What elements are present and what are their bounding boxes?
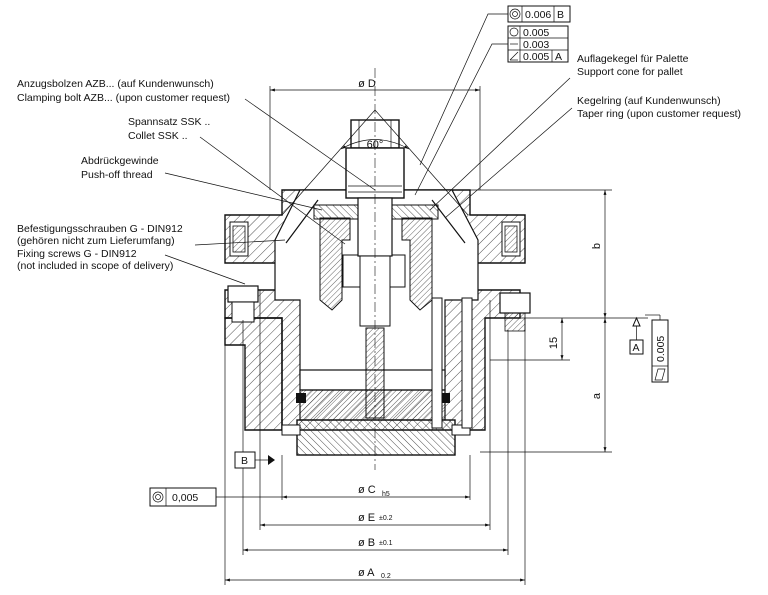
dim-bdia: ø B ±0.1 xyxy=(242,320,509,555)
dim-15-label: 15 xyxy=(548,337,560,349)
dim-bdia-label: ø B xyxy=(358,537,375,549)
dim-c-tol: h5 xyxy=(382,491,390,498)
dim-a: a xyxy=(480,318,612,453)
label-clamping-bolt-en: Clamping bolt AZB... (upon customer requ… xyxy=(17,92,230,104)
dim-d-label: ø D xyxy=(358,78,376,90)
annotations: Anzugsbolzen AZB... (auf Kundenwunsch) C… xyxy=(17,53,741,272)
label-taper-en: Taper ring (upon customer request) xyxy=(577,108,741,120)
datum-b-label: B xyxy=(241,455,248,467)
fcf-angularity: 0.005 xyxy=(523,51,549,63)
fcf-bottom-concentricity: 0,005 xyxy=(149,487,282,507)
dim-d: ø D xyxy=(269,78,481,190)
fcf-straightness: 0.003 xyxy=(523,39,549,51)
fcf-flatness: 0.005 xyxy=(645,314,669,383)
label-cone-de: Auflagekegel für Palette xyxy=(577,53,689,65)
dim-e: ø E ±0.2 xyxy=(259,290,491,530)
datum-b: B xyxy=(234,451,275,469)
label-screws-de-2: (gehören nicht zum Lieferumfang) xyxy=(17,235,175,247)
dim-15: 15 xyxy=(490,318,570,361)
datum-a: A xyxy=(629,316,644,355)
fcf-top-concentricity: 0.006 B xyxy=(419,5,571,166)
dim-adia-label: ø A xyxy=(358,567,375,579)
dim-b-label: b xyxy=(591,243,603,249)
dim-adia-tol: 0.2 xyxy=(381,573,391,580)
fcf-angularity-datum: A xyxy=(555,51,562,63)
fcf-flatness-value: 0.005 xyxy=(655,336,667,362)
label-pushoff-en: Push-off thread xyxy=(81,169,153,181)
label-clamping-bolt-de: Anzugsbolzen AZB... (auf Kundenwunsch) xyxy=(17,78,214,90)
dim-angle-label: 60° xyxy=(367,139,384,151)
label-screws-en-2: (not included in scope of delivery) xyxy=(17,260,173,272)
fcf-top-datum: B xyxy=(557,9,564,21)
dim-c: ø C h5 xyxy=(281,455,471,500)
fcf-stack: 0.005 0.003 0.005 A xyxy=(414,25,569,196)
fcf-top-value: 0.006 xyxy=(525,9,551,21)
label-cone-en: Support cone for pallet xyxy=(577,66,683,78)
fcf-bottom-value: 0,005 xyxy=(172,492,198,504)
label-collet-en: Collet SSK .. xyxy=(128,130,188,142)
label-collet-de: Spannsatz SSK .. xyxy=(128,116,210,128)
label-screws-en-1: Fixing screws G - DIN912 xyxy=(17,248,137,260)
wing-holes xyxy=(229,221,521,257)
dim-bdia-tol: ±0.1 xyxy=(379,540,393,547)
label-screws-de-1: Befestigungsschrauben G - DIN912 xyxy=(17,223,183,235)
dim-a-label: a xyxy=(591,392,603,399)
dim-e-label: ø E xyxy=(358,512,375,524)
dim-e-tol: ±0.2 xyxy=(379,515,393,522)
dim-c-label: ø C xyxy=(358,484,376,496)
leaders xyxy=(164,77,573,285)
datum-a-label: A xyxy=(633,342,640,354)
fixing-screw-left xyxy=(227,285,259,323)
dim-adia: ø A 0.2 xyxy=(224,318,526,585)
dim-b: b xyxy=(470,189,648,319)
base-plate xyxy=(281,419,471,456)
fcf-roundness: 0.005 xyxy=(523,27,549,39)
label-pushoff-de: Abdrückgewinde xyxy=(81,155,159,167)
label-taper-de: Kegelring (auf Kundenwunsch) xyxy=(577,95,721,107)
